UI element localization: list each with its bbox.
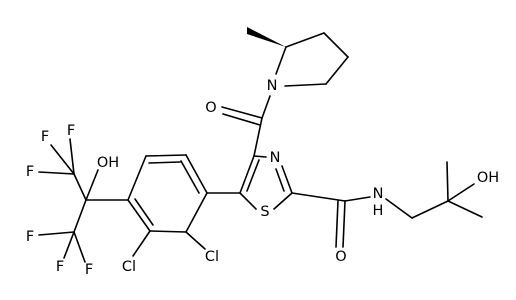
bond: [284, 83, 327, 87]
bond: [145, 154, 187, 157]
bond: [38, 171, 75, 175]
bond: [285, 32, 325, 48]
bond: [335, 200, 339, 248]
bond: [132, 230, 151, 257]
bond: [73, 199, 87, 233]
bond: [411, 200, 449, 219]
bond: [221, 106, 263, 119]
bond: [127, 155, 147, 201]
bond: [281, 165, 293, 194]
bond: [85, 169, 99, 201]
bond: [323, 32, 349, 58]
bond: [385, 198, 413, 219]
bond: [50, 144, 75, 175]
amide-nitrogen-label: N: [373, 186, 384, 202]
bond: [342, 200, 346, 248]
bond: [253, 155, 267, 158]
fluorine-label: F: [26, 164, 34, 180]
bond: [63, 231, 75, 259]
bond: [185, 192, 208, 233]
bond: [261, 95, 271, 119]
carbonyl-oxygen-label: O: [205, 100, 216, 116]
bond: [148, 161, 181, 164]
bond: [180, 160, 200, 194]
thiazole-nitrogen-label: N: [270, 150, 281, 166]
chlorine-label: Cl: [205, 249, 219, 265]
fluorine-label: F: [56, 259, 64, 275]
fluorine-label: F: [67, 123, 75, 139]
hydroxyl-label: OH: [477, 170, 499, 186]
bond: [446, 161, 449, 202]
bond: [344, 196, 371, 202]
bond: [134, 198, 154, 226]
bond: [325, 56, 349, 85]
sulfur-label: S: [260, 204, 269, 220]
bond: [273, 192, 293, 210]
bond: [127, 199, 151, 232]
bonds: [38, 32, 483, 263]
bond: [275, 168, 285, 192]
bond: [291, 192, 346, 202]
fluorine-label: F: [85, 262, 93, 278]
bond: [447, 183, 475, 202]
fluorine-label: F: [41, 129, 49, 145]
bond: [69, 138, 75, 175]
bond: [185, 154, 208, 194]
bond: [239, 192, 257, 210]
hydroxyl-label: OH: [97, 155, 119, 171]
atom-labels: F F F F F F OH Cl Cl S N O N N H O OH: [26, 78, 499, 278]
bond: [73, 173, 87, 201]
bond: [239, 155, 255, 194]
bond: [246, 159, 260, 192]
bond: [185, 231, 206, 250]
amide-hydrogen-label: H: [373, 203, 384, 219]
fluorine-label: F: [26, 229, 34, 245]
amide-oxygen-label: O: [335, 249, 346, 265]
stereo-wedge-bond: [247, 27, 286, 47]
chlorine-label: Cl: [122, 259, 136, 275]
bond: [447, 200, 483, 218]
pyrrolidine-nitrogen-label: N: [267, 78, 278, 94]
bond: [222, 113, 261, 126]
bond: [149, 230, 187, 233]
bond: [275, 46, 287, 75]
bond: [38, 231, 75, 236]
bond: [73, 231, 86, 263]
bond: [253, 117, 263, 157]
